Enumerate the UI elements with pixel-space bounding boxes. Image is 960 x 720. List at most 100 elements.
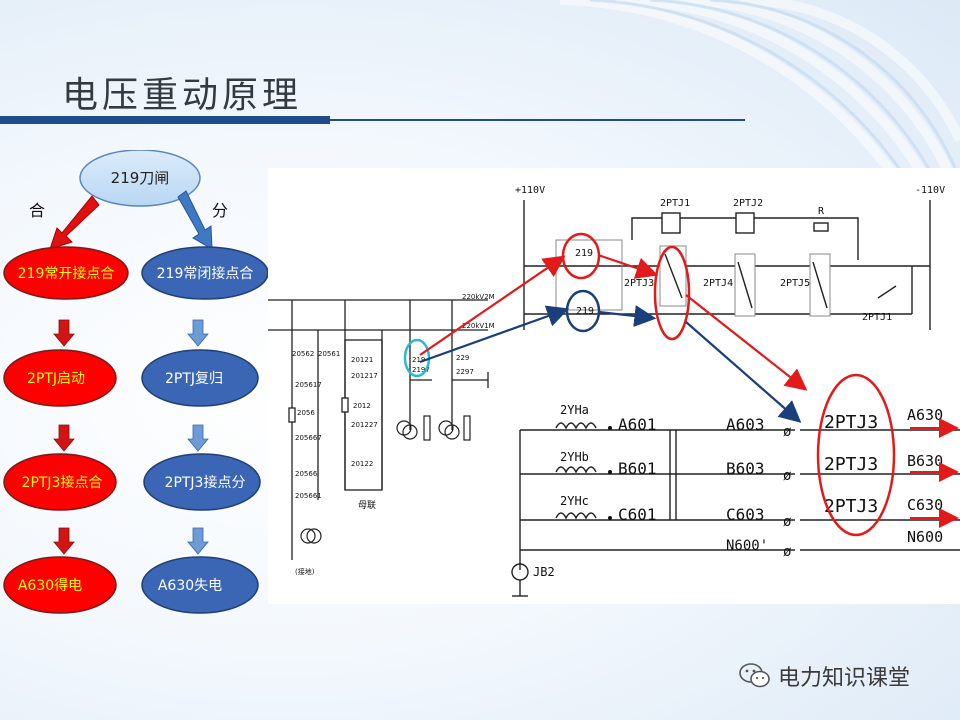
dc-control-circuit	[523, 200, 931, 330]
ground-node-label: JB2	[533, 565, 555, 579]
arrow-no-to-2ptj3	[597, 253, 659, 279]
relay-2ptj1-label: 2PTJ1	[660, 198, 690, 209]
phase-mid-n: N600'	[726, 538, 768, 554]
node-219-switch-label: 219刀闸	[111, 169, 170, 187]
pt-winding-b: 2YHb	[560, 450, 589, 464]
right-step-4	[141, 556, 259, 614]
pt-winding-a: 2YHa	[560, 403, 589, 417]
contact-2ptj3-c: 2PTJ3	[824, 496, 878, 517]
left-step-1	[3, 246, 129, 300]
phase-out-b: B630	[907, 452, 943, 470]
relay-2ptj4-label: 2PTJ4	[703, 278, 733, 289]
left-step-2	[3, 349, 117, 407]
wechat-icon	[739, 663, 770, 688]
schematic-panel: +110V -110V 2PTJ1 2PTJ2 R 219 219 2PTJ3 …	[268, 168, 960, 604]
contact-219-no-label: 219	[575, 248, 593, 259]
switch-label-6: 20566	[295, 470, 318, 478]
phase-out-n: N600	[907, 528, 943, 546]
branch-close-label: 合	[29, 201, 45, 220]
right-column: 219常闭接点合 2PTJ复归 2PTJ3接点分 A630失电	[141, 246, 269, 614]
primary-busbar	[268, 299, 489, 560]
watermark-text: 电力知识课堂	[778, 666, 911, 691]
switch-label-15: 229	[456, 354, 469, 362]
watermark: 电力知识课堂	[738, 660, 910, 692]
pt-winding-c: 2YHc	[560, 494, 589, 508]
right-step-2	[141, 349, 259, 407]
arrow-close-branch	[49, 195, 100, 250]
highlight-2ptj3	[653, 245, 691, 341]
phase-mid-a: A603	[726, 415, 765, 434]
switch-label-12: 20122	[351, 460, 373, 468]
resistor-r-label: R	[818, 206, 825, 217]
left-step-1-label: 219常开接点合	[18, 265, 115, 282]
flowchart: 219刀闸 合 分 219常开接点合 2PTJ启动 2PTJ3接点合 A630得…	[3, 150, 269, 614]
right-step-3-label: 2PTJ3接点分	[165, 474, 246, 491]
switch-label-13: 219	[412, 356, 425, 364]
left-step-4-label: A630得电	[18, 577, 82, 594]
left-down-arrow-2	[53, 424, 75, 452]
contact-219-nc-label: 219	[576, 306, 594, 317]
right-down-arrow-1	[187, 319, 209, 347]
phase-mid-c: C603	[726, 505, 765, 524]
switch-label-11: 201227	[351, 421, 378, 429]
highlight-2ptj3-contacts	[816, 373, 896, 537]
right-down-arrow-2	[187, 424, 209, 452]
arrow-nc-to-2ptj3	[598, 305, 657, 327]
switch-label-14: 2197	[412, 366, 430, 374]
arrow-2ptj3-to-contacts-blue	[685, 321, 802, 423]
slide-title: 电压重动原理	[62, 75, 303, 116]
contact-2ptj3-b: 2PTJ3	[824, 454, 878, 475]
phase-in-a: A601	[618, 415, 657, 434]
left-step-3-label: 2PTJ3接点合	[22, 474, 103, 491]
relay-2ptj5-label: 2PTJ5	[780, 278, 810, 289]
right-down-arrow-3	[187, 527, 209, 555]
phase-in-b: B601	[618, 459, 657, 478]
terminal-n: ø	[783, 544, 792, 560]
phase-out-a: A630	[907, 406, 943, 424]
phase-in-c: C601	[618, 505, 657, 524]
switch-label-1: 20562	[292, 350, 314, 358]
busbar-label-2m: 220kV2M	[462, 293, 495, 301]
phase-mid-b: B603	[726, 459, 765, 478]
left-down-arrow-1	[53, 319, 75, 347]
terminal-c: ø	[783, 514, 792, 530]
minus-110v-label: -110V	[915, 185, 945, 196]
switch-label-10: 2012	[353, 402, 371, 410]
left-step-3	[3, 453, 117, 511]
switch-label-4: 2056	[297, 409, 315, 417]
switch-label-8: 20121	[351, 356, 373, 364]
branch-open-label: 分	[212, 201, 228, 220]
switch-label-3: 205617	[295, 381, 322, 389]
arrow-open-branch	[177, 190, 213, 250]
plus-110v-label: +110V	[515, 185, 545, 196]
arrow-219-to-nc-contact	[419, 305, 570, 364]
relay-2ptj2-label: 2PTJ2	[733, 198, 763, 209]
arrow-219-to-no-contact	[419, 255, 566, 356]
title-underline-thick	[0, 116, 330, 124]
right-step-2-label: 2PTJ复归	[165, 370, 223, 387]
switch-label-16: 2297	[456, 368, 474, 376]
contact-2ptj3-label: 2PTJ3	[624, 278, 654, 289]
switch-label-7: 205661	[295, 492, 322, 500]
arrow-2ptj3-to-contacts-red	[685, 294, 808, 391]
left-step-4	[3, 556, 117, 614]
ground-label: (接地)	[295, 567, 315, 576]
switch-label-2: 20561	[318, 350, 340, 358]
switch-label-9: 201217	[351, 372, 378, 380]
schematic-drawing: +110V -110V 2PTJ1 2PTJ2 R 219 219 2PTJ3 …	[268, 185, 960, 597]
left-down-arrow-3	[53, 527, 75, 555]
pt-secondary-circuit	[511, 422, 960, 597]
right-step-1-label: 219常闭接点合	[157, 265, 254, 282]
terminal-a: ø	[783, 424, 792, 440]
contact-2ptj3-a: 2PTJ3	[824, 412, 878, 433]
switch-label-5: 205667	[295, 434, 322, 442]
busbar-label-1m: 220kV1M	[462, 322, 495, 330]
right-step-4-label: A630失电	[158, 578, 222, 594]
right-step-3	[143, 453, 261, 511]
terminal-b: ø	[783, 468, 792, 484]
node-219-switch	[79, 150, 201, 207]
contact-2ptj1-label: 2PTJ1	[862, 312, 892, 323]
left-step-2-label: 2PTJ启动	[27, 371, 85, 387]
coupler-label: 母联	[358, 500, 376, 511]
left-column: 219常开接点合 2PTJ启动 2PTJ3接点合 A630得电	[3, 246, 129, 614]
